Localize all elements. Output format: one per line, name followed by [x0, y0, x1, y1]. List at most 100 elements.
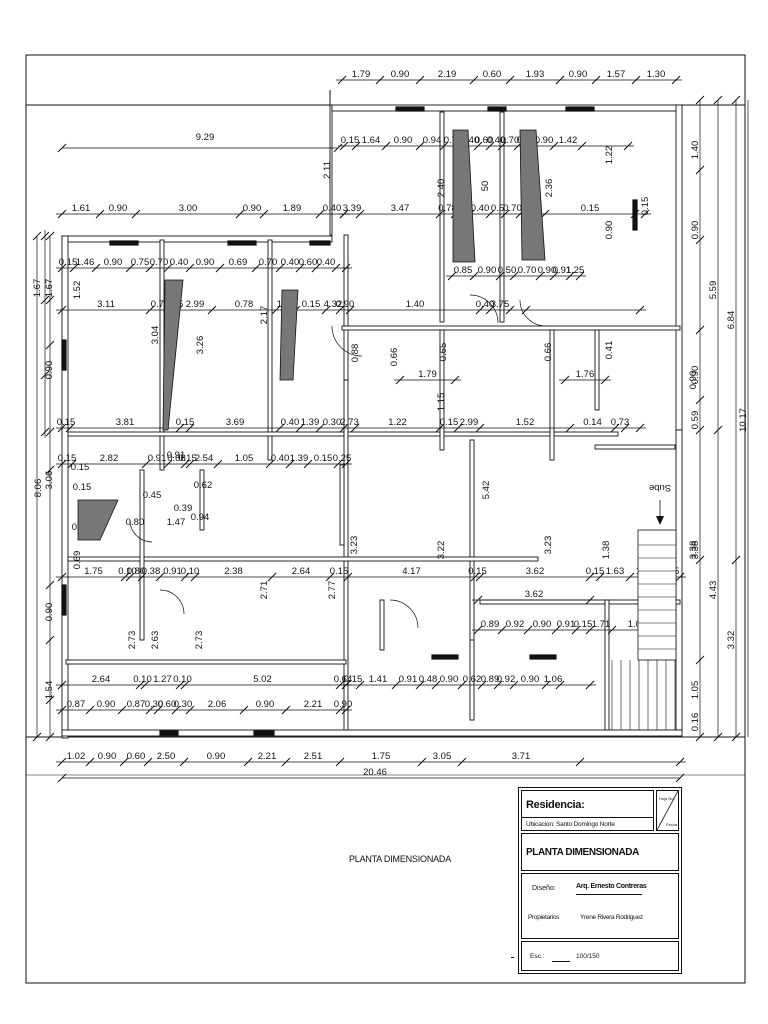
dimension-tick	[335, 757, 345, 767]
dimension-label: 0.10	[118, 566, 137, 577]
dimension-label: 1.05	[690, 681, 701, 700]
dimension-label: 0.90	[688, 371, 699, 390]
title-block: Residencia: Ubicacion: Santo Domingo Nor…	[518, 787, 682, 974]
dimension-label: 0.15	[330, 566, 349, 577]
dimension-label: 0.91	[553, 265, 572, 276]
dimension-tick	[469, 271, 479, 281]
dimension-label: 0.90	[109, 203, 128, 214]
dimension-label: 0.90	[336, 299, 355, 310]
dimension-tick	[355, 209, 365, 219]
dimension-label: 0.60	[475, 135, 494, 146]
dimension-label: 1.40	[690, 141, 701, 160]
dimension-label: 0.60	[127, 751, 146, 762]
dimension-tick	[635, 305, 645, 315]
dimension-tick	[339, 423, 349, 433]
dimension-label: 2.17	[259, 306, 270, 325]
window	[529, 654, 557, 660]
dimension-tick	[551, 625, 561, 635]
dimension-tick	[341, 680, 351, 690]
dimension-label: 0.90	[44, 361, 55, 380]
dimension-tick	[695, 732, 705, 742]
closet-fixture	[519, 129, 546, 261]
dimension-tick	[285, 459, 295, 469]
dimension-label: 1.22	[604, 146, 615, 165]
sheet-border	[25, 54, 746, 984]
dimension-label: 0.15	[344, 674, 363, 685]
closet-fixture	[162, 279, 184, 431]
dimension-label: 0.08	[167, 453, 186, 464]
dimension-tick	[190, 572, 200, 582]
closet-fixture	[279, 289, 299, 381]
dimension-label: 3.11	[97, 299, 115, 310]
dimension-tick	[40, 370, 50, 380]
dimension-label: 0.15	[640, 197, 651, 216]
dimension-label: 0.30	[145, 699, 164, 710]
dimension-tick	[45, 635, 55, 645]
dimension-label: 0.90	[256, 699, 275, 710]
dimension-label: 5.59	[708, 281, 719, 300]
wall-segment	[469, 639, 475, 721]
wall-segment	[67, 556, 539, 562]
dimension-label: 1.40	[406, 299, 425, 310]
dimension-tick	[495, 271, 505, 281]
dimension-tick	[185, 263, 195, 273]
dimension-tick	[497, 625, 507, 635]
dimension-label: 0.92	[497, 674, 516, 685]
dimension-label: 1.25	[566, 265, 585, 276]
dimension-tick	[303, 459, 313, 469]
dimension-label: 0.39	[174, 503, 193, 514]
dimension-tick	[623, 141, 633, 151]
dimension-tick	[40, 231, 50, 241]
dimension-tick	[675, 757, 685, 767]
dimension-label: 3.26	[195, 336, 206, 355]
dimension-tick	[235, 209, 245, 219]
dimension-tick	[140, 680, 150, 690]
tick-mark	[511, 957, 514, 958]
dimension-tick	[485, 141, 495, 151]
wall-segment	[61, 235, 333, 243]
dimension-label: 1.46	[76, 257, 95, 268]
dimension-label: 2.71	[259, 581, 270, 600]
dimension-label: 0.48	[419, 674, 438, 685]
dimension-tick	[45, 427, 55, 437]
dimension-label: 0.66	[389, 348, 400, 367]
dimension-label: 0.90	[243, 203, 262, 214]
dimension-tick	[325, 572, 335, 582]
dimension-tick	[695, 555, 705, 565]
dimension-tick	[375, 75, 385, 85]
dimension-tick	[125, 263, 135, 273]
wall-segment	[594, 444, 676, 450]
dimension-label: 0.15	[314, 453, 333, 464]
dimension-tick	[351, 141, 361, 151]
dimension-tick	[57, 209, 67, 219]
dimension-tick	[57, 572, 67, 582]
dimension-label: 0.90	[535, 135, 554, 146]
dimension-label: 0.62	[194, 480, 213, 491]
dimension-label: 0.80	[127, 566, 146, 577]
dimension-label: 0.90	[478, 265, 497, 276]
dimension-tick	[275, 263, 285, 273]
dimension-tick	[415, 141, 425, 151]
dimension-tick	[350, 423, 360, 433]
dimension-label: 0.90	[533, 619, 552, 630]
dimension-tick	[185, 423, 195, 433]
dimension-tick	[185, 705, 195, 715]
dimension-tick	[600, 375, 610, 385]
dimension-tick	[457, 680, 467, 690]
wall-segment	[594, 329, 600, 411]
dimension-label: 0.25	[333, 453, 352, 464]
dimension-label: 3.04	[150, 326, 161, 345]
dimension-label: 0.60	[158, 699, 177, 710]
dimension-tick	[640, 209, 650, 219]
dimension-tick	[57, 459, 67, 469]
dimension-tick	[163, 459, 173, 469]
dimension-tick	[509, 680, 519, 690]
dimension-tick	[595, 572, 605, 582]
dimension-label: 3.05	[433, 751, 452, 762]
dimension-label: 0.65	[438, 343, 449, 362]
dimension-label: 0.16	[690, 713, 701, 732]
dimension-label: 0.89	[481, 619, 500, 630]
dimension-label: 1.76	[576, 369, 595, 380]
dimension-tick	[635, 423, 645, 433]
dimension-tick	[137, 572, 147, 582]
